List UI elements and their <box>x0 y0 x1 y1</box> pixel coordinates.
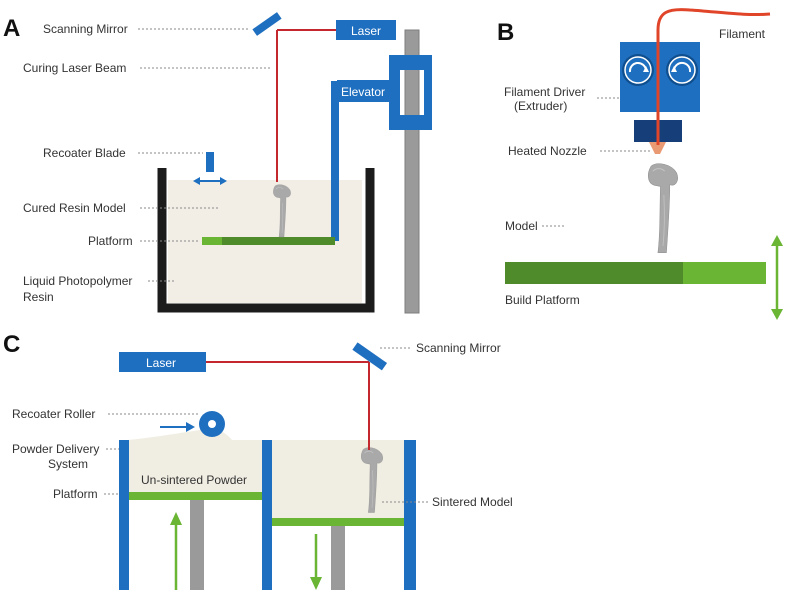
label-unsintered-powder: Un-sintered Powder <box>141 473 247 487</box>
label-filament: Filament <box>719 27 766 41</box>
elevator-clamp-top <box>396 55 429 70</box>
build-platform <box>505 262 683 284</box>
label-filament-driver: Filament Driver <box>504 85 585 99</box>
double-arrow-icon <box>193 177 227 185</box>
platform-front <box>202 237 222 245</box>
label-platform-a: Platform <box>88 234 133 248</box>
elevator-label: Elevator <box>341 85 385 99</box>
recoater-blade <box>206 152 214 172</box>
panel-c-letter: C <box>3 331 20 358</box>
elevator-rail <box>404 29 420 314</box>
delivery-piston <box>190 500 204 590</box>
panel-c: C Laser <box>3 331 513 590</box>
label-model-b: Model <box>505 219 538 233</box>
panel-b: B Filament Filament Driver <box>497 8 783 320</box>
powder-build-bed <box>270 440 404 519</box>
resin-tank <box>157 168 375 313</box>
laser-box-c <box>119 352 206 372</box>
delivery-wall-left <box>119 440 129 590</box>
center-wall <box>262 440 272 590</box>
powder-delivery-bed <box>128 428 262 496</box>
laser-label-a: Laser <box>351 24 381 38</box>
delivery-platform <box>129 492 262 500</box>
panel-a: A Elevator Laser Scannin <box>3 12 432 314</box>
label-recoater-roller: Recoater Roller <box>12 407 95 421</box>
label-scanning-mirror-c: Scanning Mirror <box>416 341 501 355</box>
build-platform-c <box>272 518 404 526</box>
vertical-double-arrow-icon <box>771 235 783 320</box>
build-piston <box>331 526 345 590</box>
label-powder-delivery: Powder Delivery <box>12 442 99 456</box>
filament <box>656 8 771 145</box>
label-curing-laser-beam: Curing Laser Beam <box>23 61 126 75</box>
label-platform-c: Platform <box>53 487 98 501</box>
label-liquid-photopolymer-line2: Resin <box>23 290 54 304</box>
label-sintered-model: Sintered Model <box>432 495 513 509</box>
right-arrow-icon <box>160 422 195 432</box>
rotation-arrow-icon <box>622 54 698 86</box>
label-powder-delivery-line2: System <box>48 457 88 471</box>
platform <box>222 237 335 245</box>
build-wall-right <box>404 440 416 590</box>
laser-label-c: Laser <box>146 356 176 370</box>
scanning-mirror-a <box>252 12 282 36</box>
elevator-label-box <box>337 80 389 102</box>
laser-box-a <box>336 20 396 40</box>
label-filament-driver-line2: (Extruder) <box>514 99 567 113</box>
label-cured-resin-model: Cured Resin Model <box>23 201 126 215</box>
label-build-platform: Build Platform <box>505 293 580 307</box>
model-b <box>647 163 679 254</box>
label-liquid-photopolymer: Liquid Photopolymer <box>23 274 132 288</box>
heated-nozzle <box>649 142 666 154</box>
label-heated-nozzle: Heated Nozzle <box>508 144 587 158</box>
label-recoater-blade: Recoater Blade <box>43 146 126 160</box>
panel-a-letter: A <box>3 15 20 42</box>
build-platform-front <box>683 262 766 284</box>
down-arrow-icon <box>310 534 322 590</box>
scanning-mirror-c <box>352 342 388 371</box>
elevator-carriage <box>389 55 400 130</box>
up-arrow-icon <box>170 512 182 590</box>
panel-b-letter: B <box>497 19 514 46</box>
elevator-clamp-bottom <box>396 115 429 130</box>
label-scanning-mirror-a: Scanning Mirror <box>43 22 128 36</box>
